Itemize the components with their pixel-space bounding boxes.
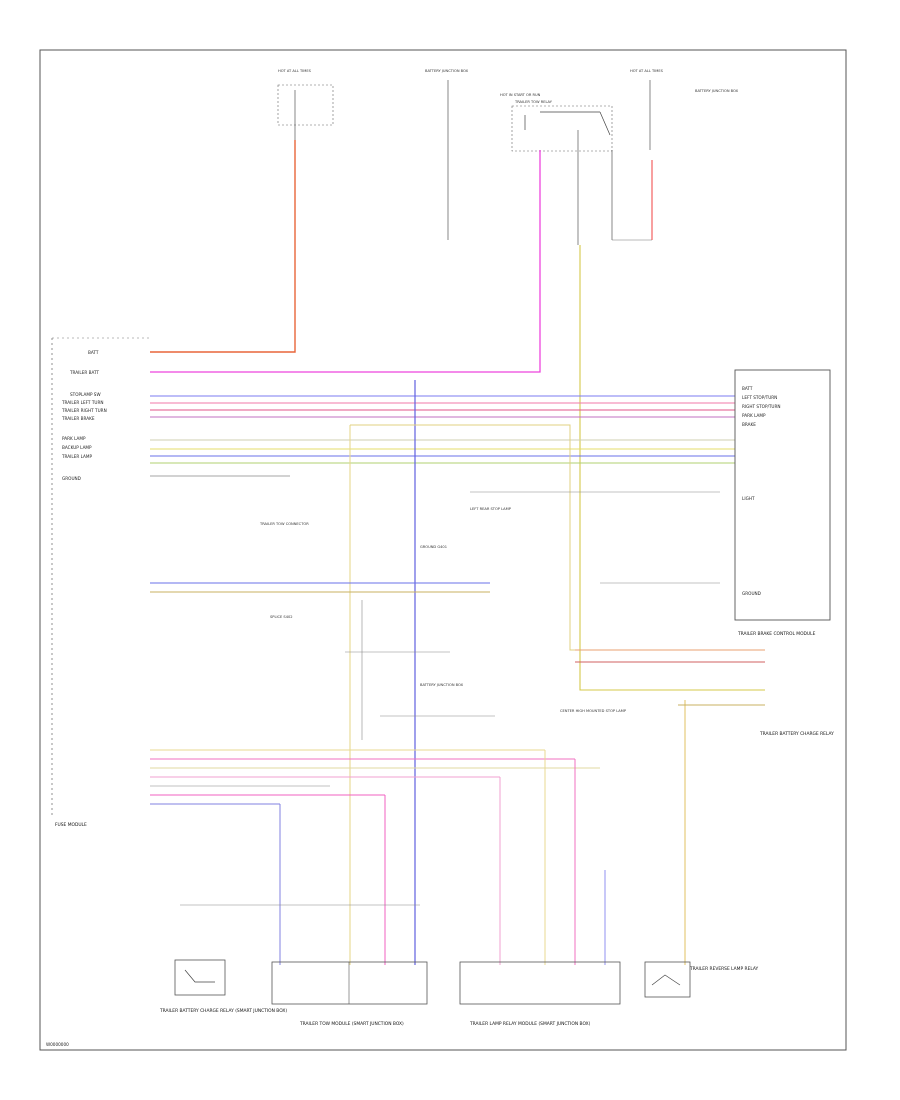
top-label-4: TRAILER TOW RELAY <box>514 100 553 104</box>
mid-note-2: GROUND G401 <box>420 545 447 549</box>
left-pin-label-1: TRAILER BATT <box>69 370 100 375</box>
top-label-1: HOT AT ALL TIMES <box>278 69 312 73</box>
wire-orange-batt <box>150 140 296 353</box>
trailer-tow-relay: TRAILER TOW RELAY <box>511 100 613 245</box>
bcm-label: FUSE MODULE <box>55 822 87 828</box>
right-module: BATT LEFT STOP/TURN RIGHT STOP/TURN PARK… <box>734 369 831 637</box>
mid-notes: LEFT REAR STOP LAMP TRAILER TOW CONNECTO… <box>150 491 720 717</box>
bottom-left-label: TRAILER BATTERY CHARGE RELAY (SMART JUNC… <box>159 1008 287 1014</box>
right-pin-label-2: RIGHT STOP/TURN <box>742 404 781 409</box>
right-pin-label-1: LEFT STOP/TURN <box>742 395 777 400</box>
mid-note-4: BATTERY JUNCTION BOX <box>420 683 464 687</box>
left-pin-label-2: STOPLAMP SW <box>70 392 101 397</box>
bottom-right-component: TRAILER LAMP RELAY MODULE (SMART JUNCTIO… <box>459 961 621 1027</box>
bottom-far-right-label: TRAILER REVERSE LAMP RELAY <box>689 966 759 972</box>
left-module: BATT TRAILER BATT STOPLAMP SW TRAILER LE… <box>51 337 150 828</box>
diagram-frame <box>39 49 847 1051</box>
lower-bus <box>150 749 606 965</box>
left-pin-label-6: PARK LAMP <box>62 436 86 441</box>
right-pin-label-3: PARK LAMP <box>742 413 766 418</box>
bottom-mid-component: TRAILER TOW MODULE (SMART JUNCTION BOX) <box>271 961 428 1027</box>
left-pin-label-9: GROUND <box>62 476 81 481</box>
left-pin-label-3: TRAILER LEFT TURN <box>61 400 103 405</box>
left-pin-label-5: TRAILER BRAKE <box>61 416 95 421</box>
bottom-right-label: TRAILER LAMP RELAY MODULE (SMART JUNCTIO… <box>469 1021 591 1027</box>
top-fuse-mid: BATTERY JUNCTION BOX HOT IN START OR RUN <box>425 69 541 240</box>
right-pin-label-6: GROUND <box>742 591 761 596</box>
top-label-5: HOT AT ALL TIMES <box>630 69 664 73</box>
trailer-brake-module-label: TRAILER BRAKE CONTROL MODULE <box>737 631 816 637</box>
top-label-6: BATTERY JUNCTION BOX <box>695 89 739 93</box>
mid-note-5: CENTER HIGH MOUNTED STOP LAMP <box>560 709 627 713</box>
top-fuse-left: HOT AT ALL TIMES <box>277 69 334 140</box>
side-relay: TRAILER BATTERY CHARGE RELAY <box>575 649 834 965</box>
left-pin-label-7: BACKUP LAMP <box>62 445 92 450</box>
mid-note-1: TRAILER TOW CONNECTOR <box>259 522 309 526</box>
right-pin-label-4: BRAKE <box>742 422 756 427</box>
wire-yellow-feed <box>579 245 765 691</box>
top-fuse-right: HOT AT ALL TIMES BATTERY JUNCTION BOX <box>612 69 739 241</box>
left-pin-label-8: TRAILER LAMP <box>61 454 93 459</box>
bus-wires <box>150 395 735 477</box>
wire-tan-loop <box>350 424 765 651</box>
frame-id: W0000000 <box>46 1042 69 1047</box>
bottom-mid-label: TRAILER TOW MODULE (SMART JUNCTION BOX) <box>299 1021 404 1027</box>
right-pin-label-0: BATT <box>742 386 753 391</box>
top-label-3: HOT IN START OR RUN <box>500 93 541 97</box>
mid-note-3: SPLICE S402 <box>270 615 293 619</box>
side-relay-label: TRAILER BATTERY CHARGE RELAY <box>759 731 834 737</box>
left-pin-label-4: TRAILER RIGHT TURN <box>61 408 107 413</box>
bottom-far-right-component: TRAILER REVERSE LAMP RELAY <box>644 961 759 998</box>
left-pin-label-0: BATT <box>88 350 99 355</box>
mid-note-0: LEFT REAR STOP LAMP <box>470 507 512 511</box>
bottom-left-component: TRAILER BATTERY CHARGE RELAY (SMART JUNC… <box>159 959 287 1014</box>
top-label-2: BATTERY JUNCTION BOX <box>425 69 469 73</box>
right-pin-label-5: LIGHT <box>742 496 755 501</box>
wire-pink-tow <box>150 150 541 373</box>
